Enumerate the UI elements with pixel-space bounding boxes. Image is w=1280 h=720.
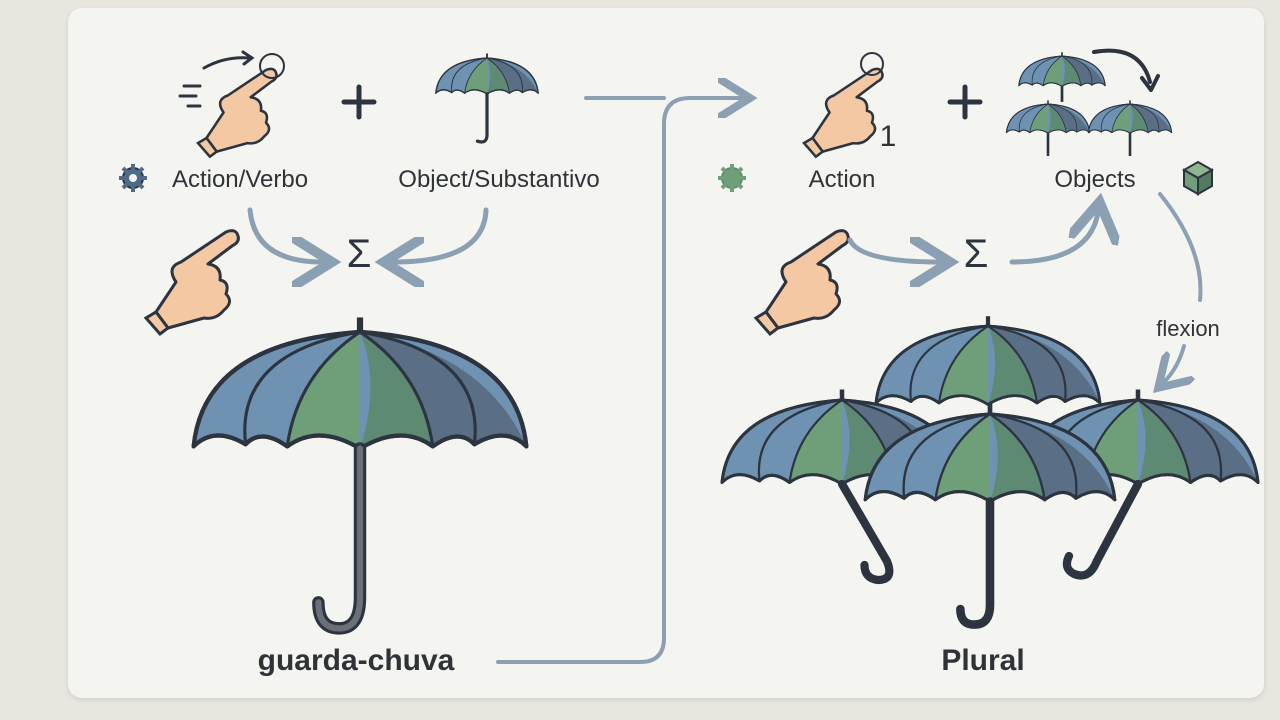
plural-label: Plural — [941, 644, 1025, 677]
cube-icon — [1181, 160, 1215, 196]
arrow-icon — [1092, 48, 1152, 84]
pointing-hand-icon — [754, 229, 850, 336]
action-label: Action — [808, 166, 876, 193]
umbrella-icon — [1017, 51, 1107, 102]
tap-ring-icon — [860, 52, 884, 76]
umbrella-icon — [876, 316, 1100, 404]
umbrella-icon — [1018, 390, 1258, 580]
arrow-head-icon — [1140, 74, 1160, 92]
arrow-icon — [847, 240, 940, 262]
arrow-icon — [394, 207, 489, 262]
umbrella-icon — [865, 403, 1115, 629]
gear-icon — [718, 164, 746, 192]
umbrella-icon — [194, 317, 527, 635]
pointing-hand-icon — [196, 67, 278, 158]
gear-icon — [119, 164, 147, 192]
arrow-icon — [1164, 344, 1184, 382]
plus-icon — [947, 84, 983, 120]
action-verbo-label: Action/Verbo — [171, 166, 309, 193]
sum-icon: Σ — [346, 232, 372, 276]
flexion-label: flexion — [1156, 316, 1220, 341]
count-label: 1 — [879, 120, 897, 153]
umbrella-icon — [434, 52, 540, 144]
tap-ring-icon — [259, 53, 285, 79]
plus-icon — [341, 84, 377, 120]
pointing-hand-icon — [144, 229, 240, 336]
umbrella-icon — [722, 390, 962, 585]
swipe-lines-icon — [178, 50, 255, 108]
arrow-icon — [496, 98, 742, 664]
sum-icon: Σ — [963, 232, 989, 276]
object-substantivo-label: Object/Substantivo — [398, 166, 600, 193]
guarda-chuva-label: guarda-chuva — [257, 644, 455, 677]
arrow-icon — [1009, 212, 1098, 265]
arrow-icon — [247, 207, 322, 262]
objects-label: Objects — [1054, 166, 1136, 193]
umbrella-icon — [1005, 99, 1091, 156]
pointing-hand-icon — [802, 67, 884, 158]
arrow-icon — [1158, 192, 1203, 302]
umbrella-icon — [1087, 99, 1173, 156]
